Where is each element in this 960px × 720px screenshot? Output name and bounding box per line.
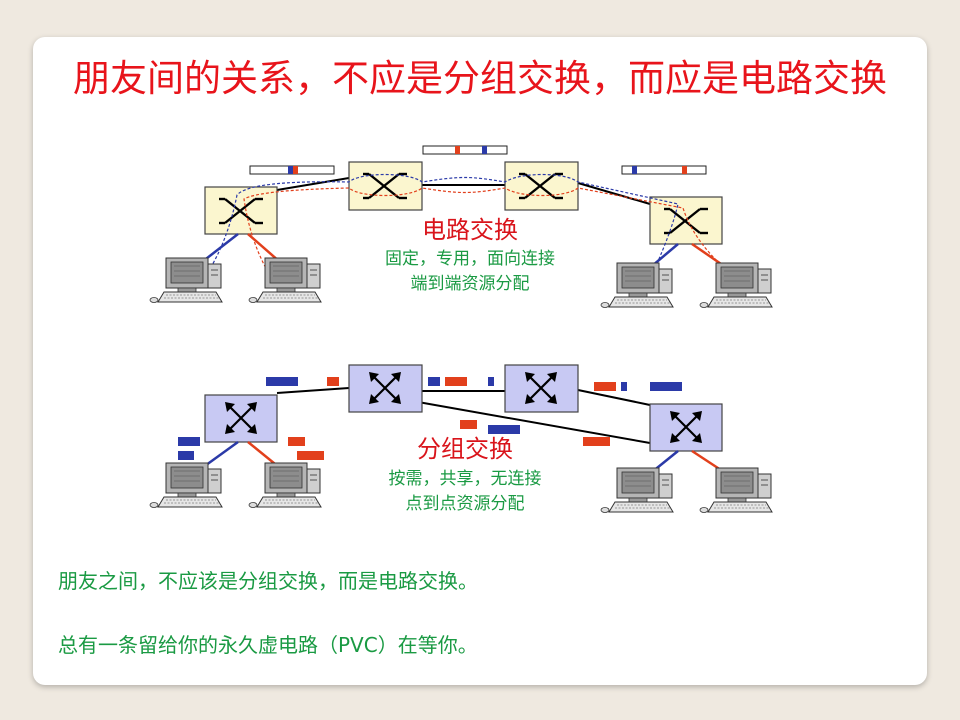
packet-link <box>276 387 350 394</box>
computer-icon <box>699 467 773 513</box>
packet <box>621 382 627 391</box>
circuit-switching-network <box>149 145 773 308</box>
packet <box>460 420 477 429</box>
circuit-switch <box>504 161 579 211</box>
packet-switching-heading: 分组交换 <box>417 435 513 463</box>
access-link-blue <box>201 233 239 263</box>
circuit-switch <box>649 196 723 245</box>
computer-icon <box>248 257 322 303</box>
computer-icon <box>149 257 223 303</box>
circuit-frame <box>249 165 335 175</box>
circuit-switch <box>348 161 423 211</box>
packet-switching-line2: 点到点资源分配 <box>405 494 525 514</box>
circuit-frame <box>422 145 508 155</box>
packet <box>594 382 616 391</box>
packet-link <box>417 401 651 444</box>
circuit-switching-heading: 电路交换 <box>422 216 518 244</box>
computer-icon <box>248 462 322 508</box>
packet-switch <box>348 364 423 413</box>
computer-icon <box>699 262 773 308</box>
packet-blocks <box>178 377 682 460</box>
circuit-switching-line1: 固定，专用，面向连接 <box>385 249 555 269</box>
circuit-link <box>577 182 651 205</box>
circuit-switch <box>204 186 278 235</box>
packet-switch <box>504 364 579 413</box>
packet <box>488 377 494 386</box>
packet <box>488 425 520 434</box>
packet <box>266 377 298 386</box>
packet <box>327 377 339 386</box>
computer-icon <box>149 462 223 508</box>
computer-icon <box>600 467 674 513</box>
circuit-link <box>276 177 350 191</box>
access-link-red <box>691 242 725 268</box>
packet <box>650 382 682 391</box>
access-link-blue <box>651 243 679 267</box>
packet-switching-line1: 按需，共享，无连接 <box>388 469 542 489</box>
packet-link <box>577 389 651 406</box>
slide-title: 朋友间的关系，不应是分组交换，而应是电路交换 <box>73 57 887 100</box>
packet-switch <box>204 394 278 443</box>
packet <box>178 437 200 446</box>
packet <box>445 377 467 386</box>
note-line-2: 总有一条留给你的永久虚电路（PVC）在等你。 <box>58 633 478 657</box>
note-line-1: 朋友之间，不应该是分组交换，而是电路交换。 <box>58 569 478 593</box>
access-link-red <box>247 233 281 263</box>
packet <box>297 451 324 460</box>
packet <box>583 437 610 446</box>
packet-switch <box>649 403 723 452</box>
packet-switching-network <box>149 364 773 513</box>
packet <box>428 377 440 386</box>
circuit-frame <box>621 165 707 175</box>
circuit-dashed-paths <box>207 173 719 273</box>
computer-icon <box>600 262 674 308</box>
slide-card <box>33 37 927 685</box>
circuit-switching-line2: 端到端资源分配 <box>410 274 530 294</box>
packet <box>288 437 305 446</box>
packet <box>178 451 194 460</box>
